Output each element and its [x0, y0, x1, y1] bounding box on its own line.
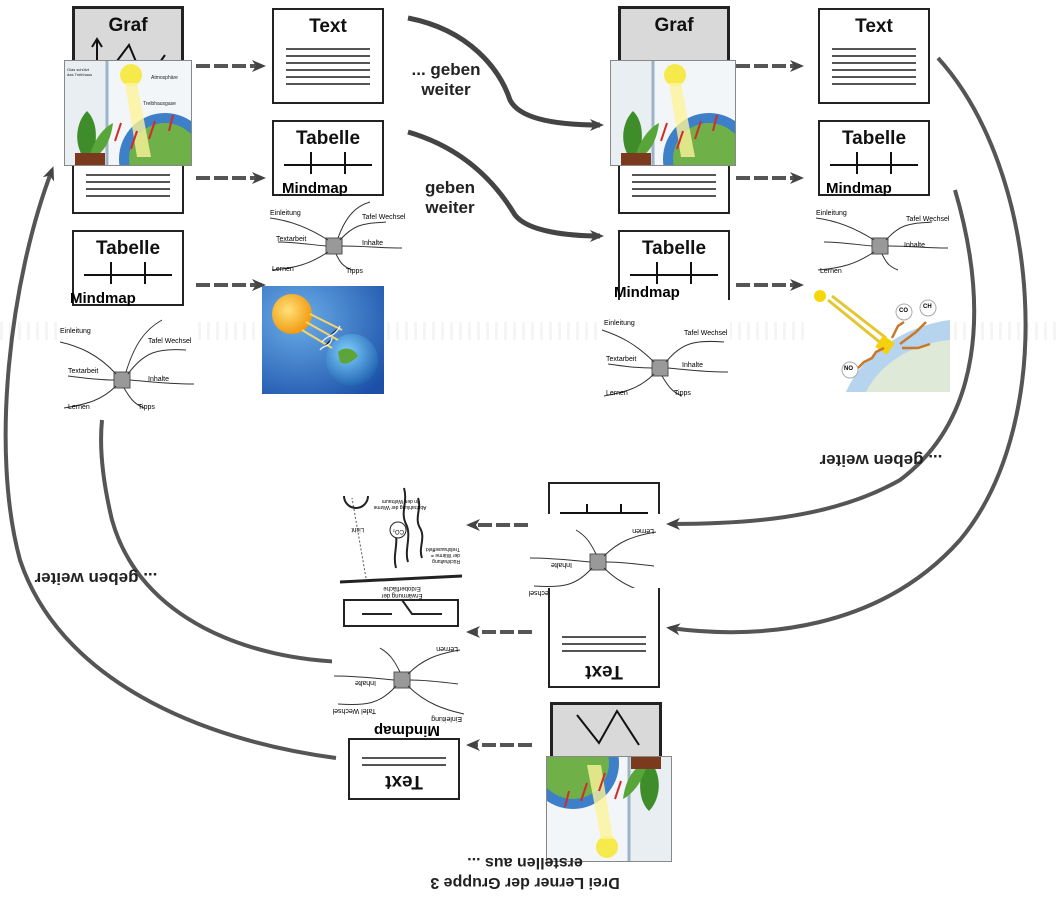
phrase-geben-weiter-2: geben weiter — [404, 178, 496, 218]
tabelle-card-1: Tabelle — [272, 120, 384, 196]
curve-right-outer — [666, 56, 1028, 636]
physics-label-no: NO — [844, 366, 853, 372]
mindmap-image-4: Einleitung Tafel Wechsel Textarbeit Inha… — [600, 300, 730, 408]
graf-card-flipped — [550, 702, 662, 762]
mindmap-image-3: Einleitung Tafel Wechsel Inhalte Lernen — [812, 196, 952, 288]
tabelle-title-4: Tabelle — [641, 238, 707, 259]
mindmap-image-1: Einleitung Tafel Wechsel Textarbeit Inha… — [266, 196, 406, 288]
mindmap-node-einleitung-4: Einleitung — [604, 320, 635, 327]
mindmap-node-tipps-1: Tipps — [346, 268, 363, 275]
graph-card-flipped: Erwärmung der Erdoberfläche Rückhaltung … — [339, 478, 463, 628]
bottom-caption-line2: erstellen aus ... — [467, 854, 583, 871]
graph-label-retention: Rückhaltung der Wärme = Treibhauseffekt — [425, 546, 460, 564]
mindmap-node-textarbeit-2: Textarbeit — [68, 368, 99, 375]
tabelle-card-2: Tabelle — [72, 230, 184, 306]
mindmap-node-inhalte-3: Inhalte — [904, 242, 926, 249]
mindmap-node-lernen-3: Lernen — [820, 268, 842, 275]
mindmap-node-tafelwechsel-3: Tafel Wechsel — [906, 216, 950, 223]
mindmap-node-einleitung-1: Einleitung — [270, 210, 301, 217]
mindmap-node-tafelwechsel-6: Tafel Wechsel — [332, 707, 376, 714]
phrase-geben-weiter-left: ... geben weiter — [34, 569, 158, 588]
mindmap-image-flipped-2: Einleitung Tafel Wechsel Inhalte Lernen — [332, 632, 466, 732]
graf-flipped-line-icon — [576, 709, 640, 746]
phrase-2-line2: weiter — [425, 198, 475, 217]
curve-left-outer — [3, 166, 337, 760]
tabelle-card-3: Tabelle — [818, 120, 930, 196]
text-title-flipped-2: Text — [385, 771, 423, 792]
greenhouse-image-1: Atmosphäre Treibhausgase Glas schützt da… — [64, 60, 192, 166]
graph-label-light: Licht — [351, 526, 364, 532]
bottom-caption-flipped: Drei Lerner der Gruppe 3 erstellen aus .… — [380, 852, 670, 892]
curve-geben-weiter-1 — [407, 15, 604, 131]
phrase-1-line1: ... geben — [411, 60, 481, 79]
mindmap-node-inhalte-5: Inhalte — [550, 561, 572, 568]
tabelle-title-3: Tabelle — [841, 128, 907, 149]
tabelle-title-2: Tabelle — [95, 238, 161, 259]
mindmap-label-1: Mindmap — [282, 180, 348, 197]
mindmap-label-2: Mindmap — [70, 290, 136, 307]
sun-earth-image — [262, 286, 384, 394]
physics-diagram-image: CO CH NO — [806, 286, 950, 392]
mindmap-node-textarbeit-1: Textarbeit — [276, 236, 307, 243]
mindmap-node-lernen-4: Lernen — [606, 390, 628, 397]
graf-title-2: Graf — [654, 15, 694, 36]
mindmap-label-4: Mindmap — [614, 284, 680, 301]
text-title-2: Text — [855, 16, 893, 37]
phrase-geben-weiter-right: ... geben weiter — [819, 451, 943, 470]
text-card-flipped-1: Text — [548, 588, 660, 688]
graph-label-co2: CO₂ — [392, 528, 404, 534]
mindmap-node-einleitung-3: Einleitung — [816, 210, 847, 217]
text-card-2: Text — [818, 8, 930, 104]
curve-geben-weiter-2 — [407, 129, 604, 242]
mindmap-label-3: Mindmap — [826, 180, 892, 197]
mindmap-node-tipps-2: Tipps — [138, 404, 155, 411]
mindmap-node-einleitung-2: Einleitung — [60, 328, 91, 335]
bottom-caption-line1: Drei Lerner der Gruppe 3 — [430, 874, 620, 891]
mindmap-node-inhalte-4: Inhalte — [682, 362, 704, 369]
text-title-flipped-1: Text — [585, 661, 623, 682]
tabelle-title-1: Tabelle — [295, 128, 361, 149]
mindmap-node-tafelwechsel-2: Tafel Wechsel — [148, 338, 192, 345]
curve-right-inner — [666, 189, 977, 530]
text-card-flipped-2: Text — [348, 738, 460, 800]
text-card-1: Text — [272, 8, 384, 104]
mindmap-node-lernen-2: Lernen — [68, 404, 90, 411]
mindmap-node-lernen-1: Lernen — [272, 266, 294, 273]
mindmap-node-tafelwechsel-4: Tafel Wechsel — [684, 330, 728, 337]
mindmap-node-inhalte-6: Inhalte — [354, 679, 376, 686]
curve-left-inner — [99, 419, 349, 664]
mindmap-node-tipps-4: Tipps — [674, 390, 691, 397]
graph-label-surface: Erwärmung der Erdoberfläche — [381, 585, 423, 598]
graf-title-1: Graf — [108, 15, 148, 36]
tabelle-card-4: Tabelle — [618, 230, 730, 306]
greenhouse-image-2 — [610, 60, 736, 166]
greenhouse-label-atmosphere: Atmosphäre — [151, 75, 178, 81]
mindmap-node-textarbeit-4: Textarbeit — [606, 356, 637, 363]
mindmap-node-inhalte-2: Inhalte — [148, 376, 170, 383]
phrase-2-line1: geben — [424, 178, 476, 197]
graph-flipped-drawing — [339, 487, 463, 627]
text-under-graf-1 — [72, 166, 184, 214]
greenhouse-label-glass: Glas schützt das Treibhaus — [67, 67, 93, 77]
text-title-1: Text — [309, 16, 347, 37]
phrase-geben-weiter-1: ... geben weiter — [396, 60, 496, 100]
mindmap-node-lernen-5: Lernen — [632, 527, 654, 534]
mindmap-node-tafelwechsel-1: Tafel Wechsel — [362, 214, 406, 221]
graph-label-space: Abstrahlung der Wärme in den Weltraum — [373, 498, 427, 510]
phrase-1-line2: weiter — [421, 80, 471, 99]
mindmap-node-einleitung-6: Einleitung — [431, 715, 462, 722]
mindmap-node-inhalte-1: Inhalte — [362, 240, 384, 247]
physics-label-co: CO — [899, 308, 908, 314]
mindmap-image-2: Einleitung Tafel Wechsel Textarbeit Inha… — [58, 306, 198, 416]
text-under-graf-2 — [618, 166, 730, 214]
mindmap-label-flipped-2: Mindmap — [374, 722, 440, 739]
mindmap-node-lernen-6: Lernen — [436, 645, 458, 652]
greenhouse-image-flipped — [546, 756, 672, 862]
greenhouse-label-gases: Treibhausgase — [143, 101, 176, 107]
physics-label-ch: CH — [923, 304, 932, 310]
